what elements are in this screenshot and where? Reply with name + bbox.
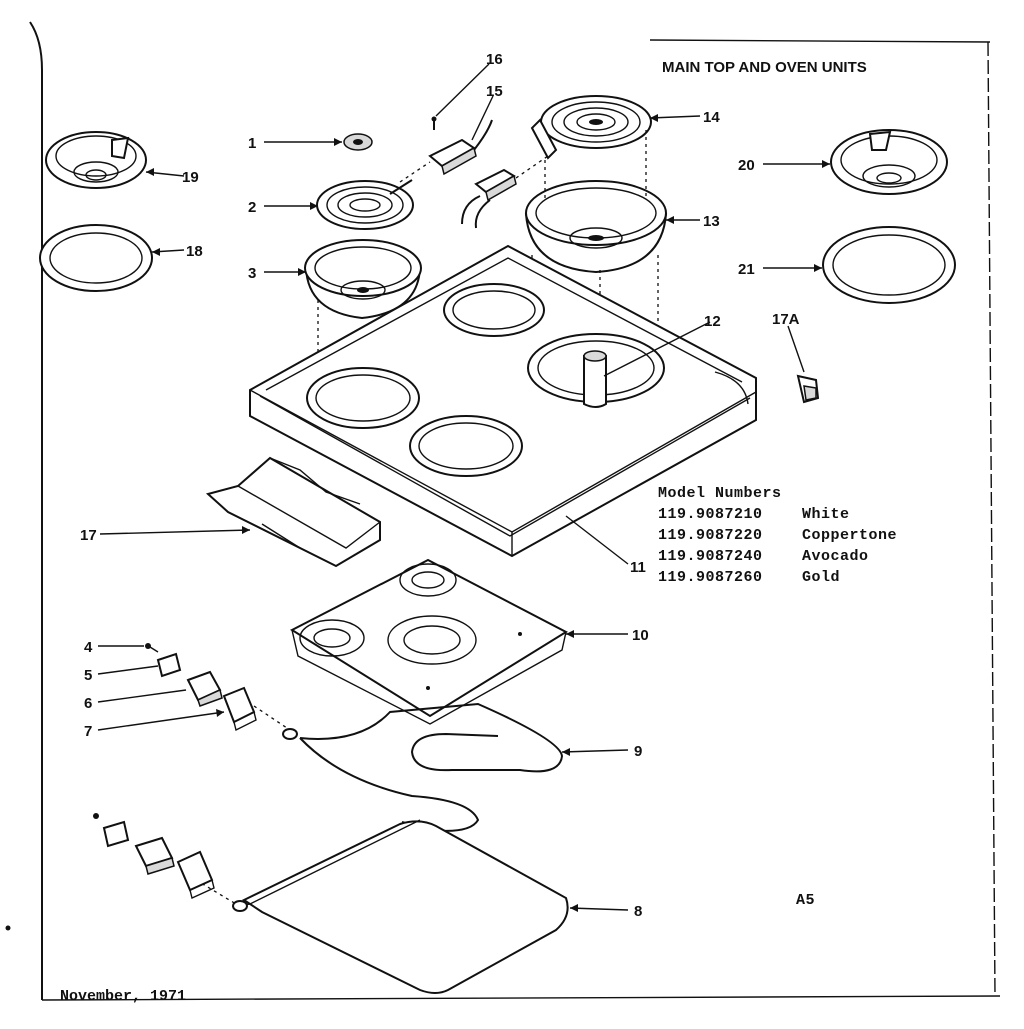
model-color-2: Coppertone — [802, 527, 897, 544]
clip-17a — [796, 374, 820, 404]
model-color-1: White — [802, 506, 850, 523]
callout-12: 12 — [704, 313, 721, 330]
callout-11: 11 — [630, 559, 646, 576]
screw-4 — [145, 643, 159, 653]
callout-1: 1 — [248, 135, 256, 152]
model-number-2: 119.9087220 — [658, 527, 763, 544]
bake-element-8 — [195, 819, 569, 994]
terminal-block-large — [461, 155, 549, 229]
callout-17a: 17A — [772, 311, 800, 328]
callout-14: 14 — [703, 109, 720, 126]
surface-element-small-2 — [316, 179, 414, 230]
model-numbers-block: Model Numbers 119.9087210 White 119.9087… — [658, 485, 897, 586]
drip-pan-small-3 — [304, 239, 422, 320]
callout-2: 2 — [248, 199, 256, 216]
callout-16: 16 — [486, 51, 503, 68]
bracket-5 — [156, 652, 182, 678]
model-number-4: 119.9087260 — [658, 569, 763, 586]
callout-21: 21 — [738, 261, 755, 278]
drip-bowl-20 — [830, 129, 948, 195]
screw-16 — [431, 116, 437, 130]
callout-18: 18 — [186, 243, 203, 260]
diagram-title: MAIN TOP AND OVEN UNITS — [662, 59, 867, 76]
drip-pan-large-13 — [524, 180, 668, 274]
callout-10: 10 — [632, 627, 649, 644]
post-12 — [583, 350, 607, 408]
main-top-11 — [249, 244, 757, 558]
callout-20: 20 — [738, 157, 755, 174]
model-color-3: Avocado — [802, 548, 869, 565]
callout-7: 7 — [84, 723, 92, 740]
stray-dot — [5, 925, 11, 931]
lower-hardware — [93, 813, 215, 899]
page-frame — [29, 21, 1001, 1001]
trim-ring-18 — [39, 224, 153, 292]
bracket-17 — [205, 456, 381, 568]
date-stamp: November, 1971 — [60, 988, 186, 1005]
terminal-block-15 — [399, 119, 493, 183]
model-number-1: 119.9087210 — [658, 506, 763, 523]
callout-3: 3 — [248, 265, 256, 282]
model-number-3: 119.9087240 — [658, 548, 763, 565]
broil-element-9 — [299, 702, 564, 832]
surface-element-large-14 — [530, 95, 652, 160]
callout-13: 13 — [703, 213, 720, 230]
callout-9: 9 — [634, 743, 642, 760]
arrow-heads — [146, 114, 830, 912]
callout-8: 8 — [634, 903, 642, 920]
callout-17: 17 — [80, 527, 97, 544]
inner-panel-10 — [289, 558, 569, 725]
trim-ring-21 — [822, 226, 956, 304]
terminal-block-6 — [186, 670, 223, 707]
callout-numbers: 1 2 3 4 5 6 7 8 9 10 11 12 13 14 15 16 1… — [80, 51, 800, 920]
receptacle-7 — [222, 686, 298, 740]
model-numbers-heading: Model Numbers — [658, 485, 782, 502]
leader-lines — [97, 63, 830, 911]
page-code: A5 — [796, 892, 815, 909]
callout-4: 4 — [84, 639, 93, 656]
model-color-4: Gold — [802, 569, 840, 586]
callout-15: 15 — [486, 83, 503, 100]
callout-6: 6 — [84, 695, 92, 712]
terminal-cap-1 — [343, 133, 373, 151]
drip-bowl-19 — [45, 131, 147, 189]
callout-19: 19 — [182, 169, 199, 186]
callout-5: 5 — [84, 667, 92, 684]
